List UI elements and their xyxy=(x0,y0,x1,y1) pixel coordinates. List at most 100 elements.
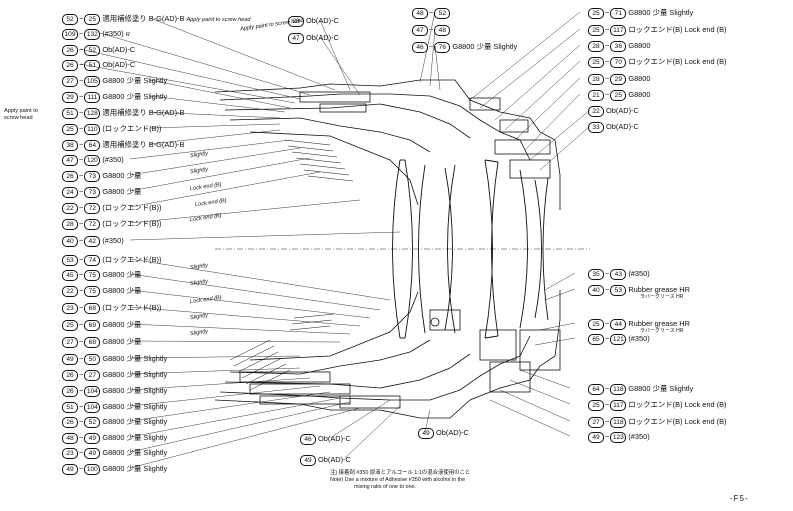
part-number: 111 xyxy=(84,92,101,103)
part-number: 53 xyxy=(62,255,78,266)
part-number: 75 xyxy=(84,270,101,281)
callout-description: G8800 xyxy=(628,74,651,83)
callout-note: R xyxy=(125,32,130,38)
part-number: 104 xyxy=(84,386,101,397)
tilde-separator: ~ xyxy=(79,155,84,164)
callout-description: ロックエンド(B) Lock end (B) xyxy=(628,25,727,34)
callout-description: G8800 少量 Slightly xyxy=(102,354,168,363)
tilde-separator: ~ xyxy=(605,57,610,66)
callouts_left-callout: 53~74(ロックエンド(B)) xyxy=(62,255,161,266)
part-number: 109 xyxy=(62,29,78,40)
part-number: 26 xyxy=(62,45,78,56)
callout-description: G8800 少量 Slightly xyxy=(102,370,168,379)
tilde-separator: ~ xyxy=(79,303,84,312)
tilde-separator: ~ xyxy=(79,219,84,228)
part-number: 22 xyxy=(62,203,78,214)
callouts_left-callout: 109~132(#350)R xyxy=(62,29,130,40)
part-number: 24 xyxy=(62,187,78,198)
part-number: 50 xyxy=(84,354,101,365)
footnote-en-1: Note) Use a mixture of Adhesive #350 wit… xyxy=(330,477,466,483)
tilde-separator: ~ xyxy=(605,400,610,409)
tilde-separator: ~ xyxy=(79,92,84,101)
callout-description: G8800 少量 Slightly xyxy=(102,464,168,473)
part-number: 49 xyxy=(588,432,604,443)
tilde-separator: ~ xyxy=(429,42,434,51)
left-note-text: Apply paint to screw head xyxy=(4,108,38,121)
part-number: 65 xyxy=(588,334,604,345)
callout-description: G8800 少量 Slightly xyxy=(102,417,168,426)
tilde-separator: ~ xyxy=(79,187,84,196)
part-number: 68 xyxy=(84,337,101,348)
part-number: 26 xyxy=(62,60,78,71)
callout-description: G8800 少量 Slightly xyxy=(102,76,168,85)
part-number: 35 xyxy=(588,269,604,280)
tilde-separator: ~ xyxy=(79,417,84,426)
part-number: 64 xyxy=(588,384,604,395)
part-number: 100 xyxy=(84,464,101,475)
left-apply-paint-note: Apply paint to screw head xyxy=(4,108,44,122)
callout-description: Ob(AD)-C xyxy=(436,428,469,437)
tilde-separator: ~ xyxy=(79,108,84,117)
footnote: 注) 接着剤 #350 原液とアルコール 1:1の混合液使用のこと Note) … xyxy=(330,470,470,491)
part-number: 29 xyxy=(610,74,627,85)
part-number: 52 xyxy=(434,8,451,19)
tilde-separator: ~ xyxy=(79,60,84,69)
part-number: 52 xyxy=(84,45,101,56)
tilde-separator: ~ xyxy=(605,74,610,83)
tilde-separator: ~ xyxy=(79,45,84,54)
callout-description: (#350) xyxy=(628,269,650,278)
callout-description: Ob(AD)-C xyxy=(318,455,351,464)
tilde-separator: ~ xyxy=(605,417,610,426)
callout-note: Apply paint to screw head xyxy=(186,17,251,23)
callout-description: ロックエンド(B) Lock end (B) xyxy=(628,400,727,409)
callout-description: G8800 少量 xyxy=(102,337,142,346)
callout-description: 適用補修塗り B-G(AD)-B xyxy=(102,14,185,23)
part-number: 72 xyxy=(84,203,101,214)
callout-description: (#350) xyxy=(102,155,124,164)
hatching-lower xyxy=(229,313,335,391)
tilde-separator: ~ xyxy=(79,76,84,85)
part-number: 52 xyxy=(62,14,78,25)
part-number: 49 xyxy=(62,354,78,365)
part-number: 27 xyxy=(588,417,604,428)
tilde-separator: ~ xyxy=(79,433,84,442)
tilde-separator: ~ xyxy=(79,320,84,329)
callout-description: (ロックエンド(B)) xyxy=(102,203,162,212)
tilde-separator: ~ xyxy=(79,236,84,245)
callout-description: (#350) xyxy=(102,236,124,245)
part-number: 33 xyxy=(588,122,604,133)
part-number: 73 xyxy=(84,187,101,198)
callouts_top-callout: 48~52 xyxy=(412,8,451,19)
callout-description: (#350) xyxy=(102,29,124,38)
callout-description: G8800 少量 Slightly xyxy=(102,433,168,442)
callouts_left-callout: 22~72(ロックエンド(B)) xyxy=(62,203,161,214)
part-number: 26 xyxy=(62,417,78,428)
part-number: 22 xyxy=(588,106,604,117)
callout-description: G8800 少量 xyxy=(102,320,142,329)
tilde-separator: ~ xyxy=(79,464,84,473)
tilde-separator: ~ xyxy=(429,25,434,34)
part-number: 26 xyxy=(62,370,78,381)
tilde-separator: ~ xyxy=(79,203,84,212)
tilde-separator: ~ xyxy=(605,41,610,50)
